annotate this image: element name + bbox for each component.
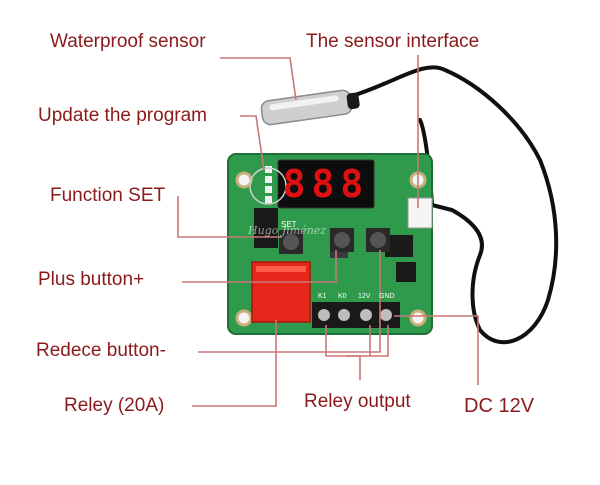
leader-relay-output <box>325 325 361 380</box>
silk-set: SET <box>281 220 297 229</box>
leader-function <box>177 196 282 238</box>
silk-gnd: GND <box>379 293 395 300</box>
leader-dc <box>394 315 479 385</box>
leader-waterproof <box>220 57 297 101</box>
mcu-chip <box>254 208 278 248</box>
silk-k0: K0 <box>338 293 347 300</box>
label-update-program: Update the program <box>38 105 207 126</box>
label-function-set: Function SET <box>50 185 166 206</box>
label-plus-button: Plus button+ <box>38 269 145 290</box>
silk-12v: 12V <box>358 293 371 300</box>
leader-update <box>240 115 265 171</box>
label-relay: Reley (20A) <box>64 395 165 416</box>
sensor-probe <box>260 89 360 126</box>
leader-relay <box>192 320 277 407</box>
label-relay-output: Reley output <box>304 391 411 412</box>
label-dc-12v: DC 12V <box>464 395 535 417</box>
leader-reduce <box>198 250 381 353</box>
program-pads <box>265 166 272 203</box>
terminal-block <box>312 302 400 328</box>
minus-button-body <box>366 228 390 252</box>
led-display <box>277 159 375 209</box>
leader-lines <box>177 55 479 407</box>
label-sensor-interface: The sensor interface <box>306 31 480 52</box>
label-waterproof-sensor: Waterproof sensor <box>50 31 206 52</box>
label-reduce-button: Redece button- <box>36 340 166 361</box>
sensor-connector <box>407 197 433 229</box>
plus-button-body <box>330 228 354 252</box>
watermark: Hugo Jiménez <box>248 224 327 237</box>
set-button-body <box>279 230 303 254</box>
leader-plus <box>182 250 337 283</box>
silk-k1: K1 <box>318 293 327 300</box>
display-digits: 888 <box>282 162 370 206</box>
sensor-cable <box>353 65 559 345</box>
